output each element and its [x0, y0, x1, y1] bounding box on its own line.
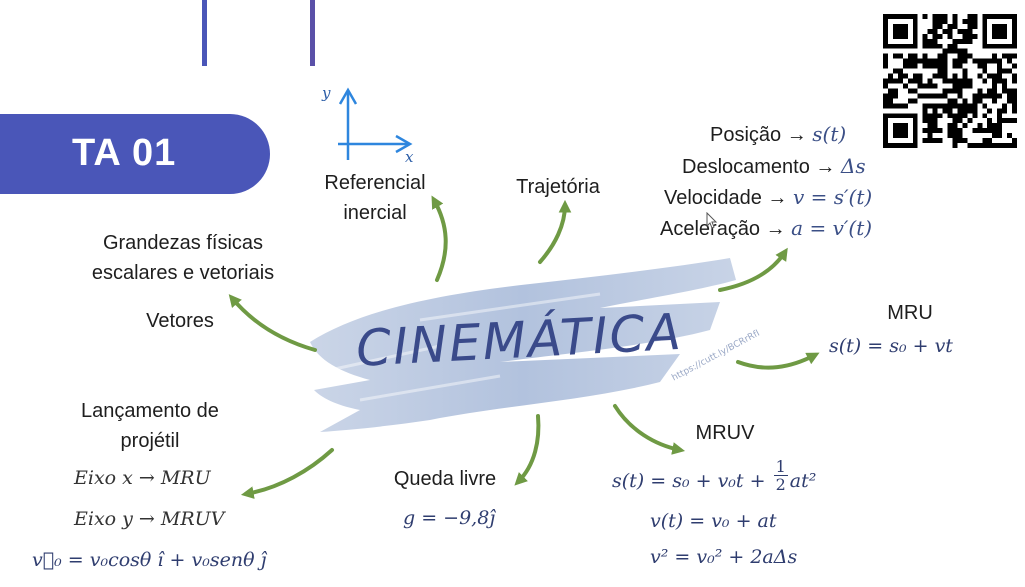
- gq-row-posicao: Posição → s(t): [710, 122, 846, 147]
- top-line-right: [310, 0, 315, 66]
- lancamento-eixo-x: Eixo x → MRU: [74, 467, 211, 489]
- mruv-f1-fraction: 1 2: [773, 457, 788, 494]
- gq-math: s(t): [812, 122, 847, 146]
- ta-badge: TA 01: [0, 114, 270, 194]
- node-mruv: MRUV: [695, 422, 755, 444]
- mru-formula: s(t) = s₀ + vt: [829, 335, 953, 357]
- gq-text: Deslocamento →: [682, 156, 841, 178]
- mruv-formula-2: v(t) = v₀ + at: [650, 510, 777, 532]
- gq-text: Velocidade →: [664, 187, 793, 209]
- axes-icon: [338, 87, 413, 160]
- arrow-grandezas: [718, 247, 788, 292]
- node-grandezas-line2: escalares e vetoriais: [91, 262, 275, 284]
- paint-splash: [310, 258, 736, 432]
- gq-math: a = v′(t): [791, 216, 873, 240]
- node-referencial-line1: Referencial: [324, 172, 426, 194]
- qr-code-icon[interactable]: [883, 14, 1017, 148]
- arrow-trajetoria: [538, 199, 572, 264]
- mruv-f1-den: 2: [775, 475, 786, 494]
- axis-x-label: x: [405, 148, 414, 166]
- mruv-f1-pre: s(t) = s₀ + v₀t +: [612, 469, 772, 492]
- cursor-icon: [706, 212, 718, 229]
- gq-text: Posição →: [710, 124, 813, 146]
- gq-row-aceleracao: Aceleração → a = v′(t): [660, 216, 872, 241]
- gq-text: Aceleração →: [660, 218, 792, 240]
- arrow-queda: [514, 414, 541, 486]
- mruv-f1-post: at²: [789, 469, 817, 492]
- lancamento-v0: v⃗₀ = v₀cosθ î + v₀senθ ĵ: [32, 549, 267, 571]
- queda-formula: g = −9,8ĵ: [403, 507, 496, 529]
- lancamento-eixo-y: Eixo y → MRUV: [74, 508, 225, 530]
- node-referencial-line2: inercial: [343, 202, 407, 224]
- ta-badge-label: TA 01: [72, 132, 177, 174]
- node-vetores: Vetores: [146, 310, 214, 332]
- node-mru: MRU: [887, 302, 933, 324]
- node-grandezas-line1: Grandezas físicas: [102, 232, 264, 254]
- arrow-referencial: [431, 195, 448, 282]
- node-lancamento-line1: Lançamento de: [81, 400, 219, 422]
- node-lancamento-line2: projétil: [120, 430, 180, 452]
- mruv-f1-num: 1: [773, 457, 788, 476]
- gq-math: v = s′(t): [792, 185, 873, 209]
- arrow-mruv: [613, 404, 686, 455]
- arrow-vetores: [228, 294, 317, 352]
- gq-math: Δs: [840, 154, 866, 178]
- arrow-lancamento: [240, 448, 334, 499]
- node-queda: Queda livre: [393, 468, 497, 490]
- axis-y-label: y: [322, 84, 331, 102]
- top-line-left: [202, 0, 207, 66]
- gq-row-velocidade: Velocidade → v = s′(t): [664, 185, 872, 210]
- arrow-mru: [736, 352, 820, 370]
- node-trajetoria: Trajetória: [516, 176, 600, 198]
- mruv-formula-1: s(t) = s₀ + v₀t + 1 2 at²: [612, 458, 816, 508]
- mruv-formula-3: v² = v₀² + 2aΔs: [650, 546, 798, 568]
- gq-row-deslocamento: Deslocamento → Δs: [682, 154, 866, 179]
